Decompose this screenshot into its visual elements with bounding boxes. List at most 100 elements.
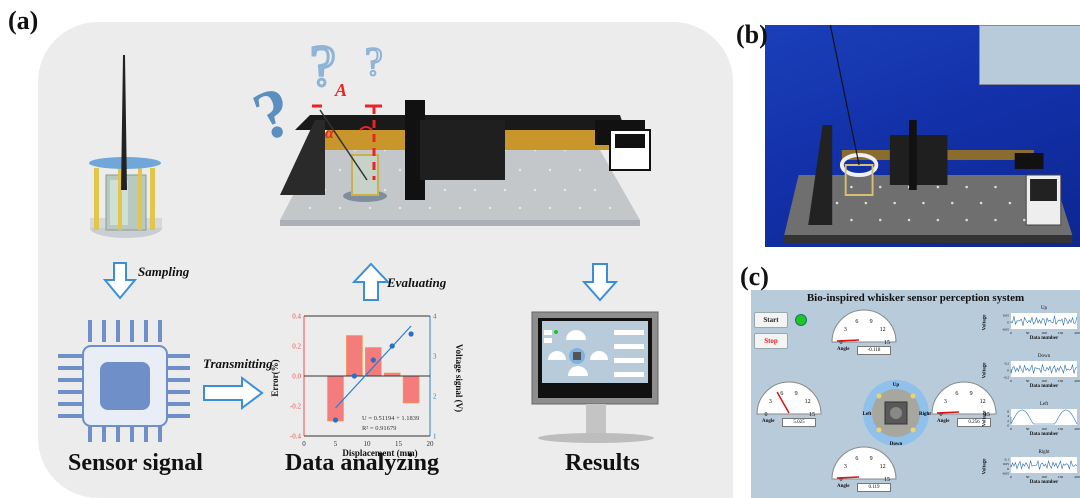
direction-control: Up Down Left Right <box>863 380 931 447</box>
mini-y-tick: 0.05 <box>1003 314 1009 318</box>
data-analyzing-caption: Data analyzing <box>285 450 440 476</box>
gauge-tick-label: 9 <box>870 319 873 325</box>
gauge-tick-label: 0 <box>765 412 768 418</box>
angle-label: Angle <box>762 419 775 424</box>
gauge-tick-label: 9 <box>970 391 973 397</box>
mini-x-tick: 0 <box>1010 331 1012 335</box>
y-tick-label: 0.0 <box>292 373 301 381</box>
y2-tick-label: 2 <box>433 393 437 401</box>
angle-value-right: 0.256 <box>957 418 991 427</box>
mini-x-tick: 150 <box>1058 331 1064 335</box>
mini-y-tick: 0 <box>1007 369 1009 373</box>
start-button[interactable]: Start <box>754 312 788 328</box>
mini-x-tick: 100 <box>1041 427 1047 431</box>
whisker-sensor-illustration <box>89 55 162 238</box>
sensor-signal-caption: Sensor signal <box>68 450 203 476</box>
gauge-needle <box>836 476 860 479</box>
gauge-tick-label: 15 <box>884 477 890 483</box>
mini-chart-title: Down <box>1037 354 1051 359</box>
mini-x-tick: 200 <box>1074 475 1080 479</box>
svg-text:?: ? <box>244 72 303 156</box>
mini-chart-xlabel: Data number <box>1029 336 1059 341</box>
direction-down-label: Down <box>890 442 903 447</box>
mini-chart-line <box>1010 459 1078 470</box>
mini-x-tick: 200 <box>1074 379 1080 383</box>
chart-xlabel: Displacement (mm) <box>342 448 417 458</box>
gauge-tick-label: 15 <box>984 412 990 418</box>
mini-y-tick: 0.1 <box>1005 458 1010 462</box>
mini-x-tick: 100 <box>1041 331 1047 335</box>
panel-a-label: (a) <box>8 6 39 35</box>
stop-button[interactable]: Stop <box>754 333 788 349</box>
gauge-needle <box>936 411 960 414</box>
mini-x-tick: 150 <box>1058 475 1064 479</box>
mini-x-tick: 50 <box>1026 331 1030 335</box>
gauge-tick-label: 12 <box>805 399 811 405</box>
results-caption: Results <box>565 450 640 476</box>
mini-y-tick: 0.05 <box>1003 462 1009 466</box>
mini-x-tick: 100 <box>1041 475 1047 479</box>
fit-line <box>335 325 412 409</box>
angle-label: Angle <box>937 419 950 424</box>
chart-y2label: Voltage signal (V) <box>454 344 464 412</box>
gauge-tick-label: 6 <box>780 391 783 397</box>
mini-chart-title: Right <box>1038 450 1050 455</box>
gauge-needle <box>776 391 790 414</box>
gauge-tick-label: 3 <box>844 464 847 470</box>
mini-x-tick: 0 <box>1010 427 1012 431</box>
gauge-tick-label: 0 <box>840 340 843 346</box>
y2-tick-label: 3 <box>433 353 437 361</box>
gauge-tick-label: 12 <box>880 327 886 333</box>
mini-x-tick: 200 <box>1074 427 1080 431</box>
status-led <box>795 314 807 326</box>
mini-x-tick: 150 <box>1058 379 1064 383</box>
svg-text:?: ? <box>310 33 336 98</box>
evaluating-arrow-icon <box>351 262 391 301</box>
gauge-tick-label: 15 <box>809 412 815 418</box>
fit-r-squared: R² = 0.91679 <box>362 425 396 432</box>
amplitude-annotation: A <box>334 80 347 100</box>
evaluating-label: Evaluating <box>387 275 447 290</box>
gauge-tick-label: 0 <box>840 477 843 483</box>
gauge-tick-label: 3 <box>944 399 947 405</box>
mini-chart-line <box>1010 409 1078 425</box>
gauge-tick-label: 6 <box>955 391 958 397</box>
setup-photo-drawing <box>784 25 1073 243</box>
mini-x-tick: 50 <box>1026 379 1030 383</box>
mini-chart-ylabel: Voltage <box>982 362 988 379</box>
mini-y-tick: 6 <box>1007 410 1009 414</box>
y-tick-label: -0.4 <box>290 433 302 441</box>
gauge-tick-label: 6 <box>855 456 858 462</box>
fit-equation: U = 0.51194 + 1.1839 <box>362 415 419 422</box>
x-tick-label: 20 <box>427 440 435 448</box>
gauge-tick-label: 3 <box>769 399 772 405</box>
mini-x-tick: 150 <box>1058 427 1064 431</box>
sampling-arrow-icon <box>102 262 138 300</box>
y2-tick-label: 4 <box>433 313 437 321</box>
mini-y-tick: 0 <box>1007 321 1009 325</box>
mini-x-tick: 0 <box>1010 475 1012 479</box>
mini-x-tick: 0 <box>1010 379 1012 383</box>
gauge-tick-label: 6 <box>855 319 858 325</box>
svg-text:?: ? <box>365 39 383 84</box>
mini-x-tick: 200 <box>1074 331 1080 335</box>
voltage-point <box>408 331 414 337</box>
y-tick-label: 0.2 <box>292 343 301 351</box>
mini-chart-ylabel: Voltage <box>982 410 988 427</box>
mini-chart-xlabel: Data number <box>1029 384 1059 389</box>
angle-label: Angle <box>837 347 850 352</box>
angle-label: Angle <box>837 484 850 489</box>
mini-y-tick: -0.05 <box>1002 328 1010 332</box>
angle-value-left: 5.025 <box>782 418 816 427</box>
mini-y-tick: 0 <box>1007 467 1009 471</box>
mini-y-tick: -0.2 <box>1003 376 1009 380</box>
x-tick-label: 10 <box>364 440 372 448</box>
direction-up-label: Up <box>893 383 900 388</box>
sensor-chip-icon <box>58 320 190 442</box>
